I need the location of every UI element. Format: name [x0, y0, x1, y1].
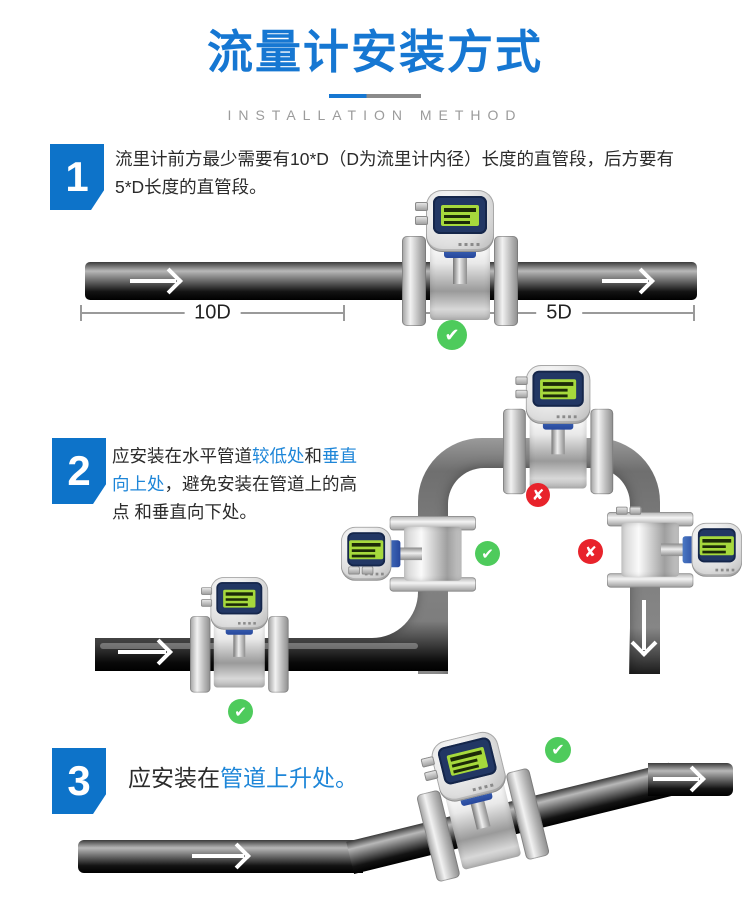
keypad-buttons	[472, 787, 477, 792]
check-glyph: ✔	[234, 703, 247, 721]
lcd-display	[349, 539, 384, 559]
flow-meter	[607, 506, 742, 588]
cable-gland-icon	[515, 376, 528, 385]
keypad-buttons	[458, 243, 462, 246]
cable-gland-icon	[201, 587, 213, 595]
meter-neck	[453, 250, 467, 284]
cable-gland-icon	[629, 506, 642, 515]
display-panel	[216, 582, 263, 615]
flow-meter	[190, 577, 289, 693]
flow-meter	[503, 365, 614, 495]
flange	[402, 236, 426, 326]
section-3-number-badge: 3	[52, 748, 106, 814]
cable-gland-icon	[361, 566, 374, 575]
downstream-length-label: 5D	[536, 301, 582, 325]
instruction-text: 应安装在水平管道	[112, 446, 252, 466]
section-number: 2	[67, 447, 91, 494]
flange	[590, 408, 614, 495]
transmitter-head	[201, 577, 269, 630]
page-title: 流量计安装方式	[207, 26, 543, 78]
cross-glyph: ✘	[584, 543, 597, 561]
flange	[190, 616, 211, 693]
section-2-text: 应安装在水平管道较低处和垂直向上处，避免安装在管道上的高点 和垂直向下处。	[112, 442, 368, 526]
flow-arrow-icon	[653, 777, 699, 781]
flow-arrow-icon	[130, 279, 176, 283]
instruction-text-highlight: 管道上升处。	[220, 765, 358, 791]
page-subtitle: INSTALLATION METHOD	[227, 107, 523, 123]
section-1-text: 流里计前方最少需要有10*D（D为流里计内径）长度的直管段，后方要有5*D长度的…	[115, 145, 687, 201]
flange	[494, 236, 518, 326]
flow-arrow-down-icon	[642, 600, 646, 650]
keypad-buttons	[715, 568, 719, 572]
flow-meter	[402, 190, 518, 326]
cable-gland-icon	[515, 389, 528, 399]
flow-arrow-icon	[192, 854, 244, 858]
transmitter-head	[415, 190, 494, 252]
upstream-length-label: 10D	[184, 301, 241, 325]
lcd-display	[223, 589, 256, 608]
flange	[607, 573, 694, 588]
cross-icon: ✘	[578, 539, 603, 564]
flow-arrow-icon	[118, 650, 166, 654]
display-panel	[347, 532, 386, 567]
keypad-buttons	[556, 415, 560, 419]
check-icon: ✔	[228, 699, 253, 724]
flange	[389, 577, 476, 592]
check-icon: ✔	[475, 541, 500, 566]
cable-gland-icon	[201, 599, 213, 607]
cable-gland-icon	[348, 566, 360, 575]
cable-gland-icon	[423, 769, 439, 782]
display-panel	[532, 370, 584, 407]
instruction-text: 流里计前方最少需要有10*D（D为流里计内径）长度的直管段，后方要有5*D长度的…	[115, 149, 675, 197]
lcd-display	[540, 378, 577, 399]
display-panel	[436, 736, 499, 786]
section-2-number-badge: 2	[52, 438, 106, 504]
transmitter-head	[515, 365, 591, 424]
flow-meter	[405, 723, 551, 883]
cable-gland-icon	[415, 216, 428, 225]
instruction-text-highlight: 较低处	[252, 446, 305, 466]
section-number: 3	[67, 757, 91, 804]
flange	[503, 408, 526, 495]
lcd-display	[441, 204, 479, 226]
section-number: 1	[65, 153, 89, 200]
cross-glyph: ✘	[531, 487, 545, 504]
check-icon: ✔	[437, 320, 467, 350]
instruction-text: ，避免安装在管道上的高点 和垂直向下处。	[112, 474, 357, 522]
horizontal-pipe	[85, 262, 697, 300]
instruction-text-highlight: 垂直向上处	[112, 446, 357, 494]
display-panel	[433, 196, 487, 234]
instruction-text: 和	[304, 446, 323, 466]
cross-icon: ✘	[526, 483, 550, 507]
flow-meter	[341, 516, 476, 592]
check-icon: ✔	[545, 737, 571, 763]
transmitter-head	[691, 522, 742, 577]
meter-neck	[396, 547, 422, 561]
keypad-buttons	[238, 622, 241, 625]
lcd-display	[446, 746, 489, 776]
upstream-dimension-line: 10D	[80, 301, 345, 325]
instruction-text: 应安装在	[128, 765, 220, 791]
check-glyph: ✔	[551, 742, 565, 759]
section-1-number-badge: 1	[50, 144, 104, 210]
cable-gland-icon	[415, 202, 428, 211]
meter-neck	[661, 543, 687, 557]
flow-arrow-icon	[602, 279, 648, 283]
lcd-display	[699, 535, 734, 555]
check-glyph: ✔	[444, 324, 460, 345]
flange	[268, 616, 289, 693]
display-panel	[697, 528, 736, 563]
cable-gland-icon	[420, 755, 436, 768]
title-divider	[329, 94, 421, 98]
meter-neck	[233, 628, 246, 657]
downstream-dimension-line: 5D	[423, 301, 695, 325]
meter-neck	[551, 422, 565, 455]
section-3-text: 应安装在管道上升处。	[128, 762, 458, 794]
check-glyph: ✔	[481, 545, 494, 563]
cable-gland-icon	[616, 506, 628, 515]
